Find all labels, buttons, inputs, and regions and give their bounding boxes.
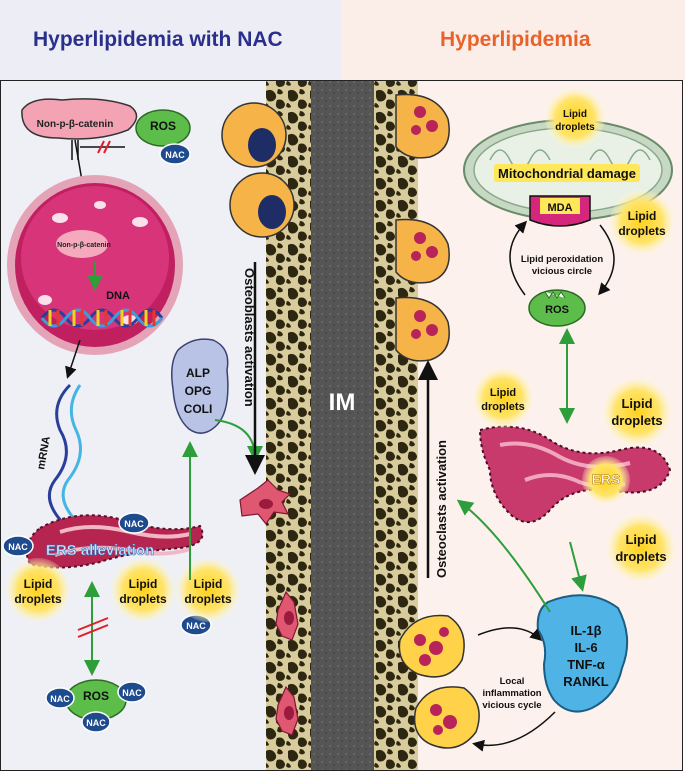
svg-text:NAC: NAC	[124, 519, 144, 529]
osteoblast-cell-2	[275, 590, 299, 641]
lipid-droplet-right-3: Lipid droplets	[603, 378, 671, 446]
svg-text:IL-6: IL-6	[574, 640, 597, 655]
er-organelle-right	[478, 425, 672, 523]
svg-text:Lipid: Lipid	[621, 396, 652, 411]
lipid-droplet-left-1: Lipid droplets	[6, 558, 70, 622]
osteoblast-cell-3	[275, 685, 299, 736]
lipid-perox-label-1: Lipid peroxidation	[521, 254, 604, 265]
svg-text:RANKL: RANKL	[563, 674, 609, 689]
svg-text:Local: Local	[500, 676, 525, 687]
osteoblasts-label: Osteoblasts activation	[242, 268, 257, 407]
ros-nac-complex-top: ROS NAC	[135, 109, 191, 165]
ers-label: ERS	[592, 471, 621, 487]
catenin-protein: Non-p-β-catenin	[21, 98, 138, 140]
cytokine-cluster: IL-1β IL-6 TNF-α RANKL	[536, 594, 629, 713]
osteoblast-cell-1	[239, 479, 292, 526]
ros-nac-complex-bottom: ROS NAC NAC NAC	[45, 679, 147, 733]
svg-text:droplets: droplets	[615, 549, 666, 564]
mda-molecule: MDA	[529, 195, 591, 227]
svg-text:droplets: droplets	[184, 592, 232, 606]
dna-helix	[40, 308, 164, 328]
svg-text:NAC: NAC	[8, 542, 28, 552]
nac-label-top: NAC	[165, 150, 185, 160]
svg-text:droplets: droplets	[555, 122, 595, 133]
lipid-droplet-left-2: Lipid droplets	[111, 558, 175, 622]
im-label: IM	[329, 389, 356, 416]
lipid-perox-label-2: vicious circle	[532, 266, 592, 277]
lipid-droplet-right-4: Lipid droplets	[607, 514, 675, 582]
left-title: Hyperlipidemia with NAC	[33, 28, 283, 51]
mrna-label: mRNA	[35, 435, 53, 470]
adipocyte-cell-2	[229, 172, 295, 238]
header-right-panel: Hyperlipidemia	[342, 0, 685, 80]
diagram-frame	[0, 80, 683, 771]
svg-text:droplets: droplets	[618, 224, 666, 238]
svg-text:Lipid: Lipid	[194, 577, 223, 591]
block-mark-bottom	[77, 617, 109, 631]
svg-text:NAC: NAC	[186, 621, 206, 631]
svg-text:COLI: COLI	[184, 402, 213, 416]
dna-label: DNA	[106, 290, 130, 302]
svg-text:IL-1β: IL-1β	[570, 623, 601, 638]
svg-text:NAC: NAC	[50, 694, 70, 704]
osteoblast-markers: ALP OPG COLI	[171, 338, 229, 434]
mito-damage-label: Mitochondrial damage	[498, 166, 636, 181]
ros-label-top: ROS	[150, 119, 176, 133]
nac-badge-1: NAC	[118, 512, 150, 534]
osteoclasts-label: Osteoclasts activation	[434, 440, 449, 578]
nac-badge-2: NAC	[2, 535, 34, 557]
lipid-droplet-right-top: Lipid droplets	[545, 88, 605, 148]
adipocyte-cell-1	[221, 102, 287, 168]
osteoclast-cell-5	[413, 686, 480, 749]
svg-text:NAC: NAC	[86, 718, 106, 728]
ers-alleviation-label: ERS alleviation	[46, 542, 154, 559]
mda-label: MDA	[547, 202, 572, 214]
lipid-droplet-right-1: Lipid droplets	[610, 190, 674, 254]
svg-text:droplets: droplets	[119, 592, 167, 606]
svg-text:Lipid: Lipid	[24, 577, 53, 591]
intramedullary-region	[311, 81, 374, 770]
svg-text:Lipid: Lipid	[628, 209, 657, 223]
svg-text:Lipid: Lipid	[129, 577, 158, 591]
svg-text:Lipid: Lipid	[625, 532, 656, 547]
svg-text:droplets: droplets	[611, 413, 662, 428]
lipid-droplet-right-2: Lipid droplets	[473, 368, 533, 428]
osteoclast-cell-4	[398, 614, 465, 678]
mrna-strand	[47, 383, 82, 527]
osteoclast-cell-3	[395, 296, 450, 362]
block-mark	[97, 140, 105, 154]
nucleus-catenin-label: Non-p-β-catenin	[57, 242, 111, 249]
header-left-panel: Hyperlipidemia with NAC	[0, 0, 342, 80]
svg-text:TNF-α: TNF-α	[567, 657, 605, 672]
svg-text:Lipid: Lipid	[490, 387, 516, 399]
svg-text:NAC: NAC	[122, 688, 142, 698]
osteoclast-cell-1	[395, 93, 450, 159]
svg-text:ROS: ROS	[545, 304, 569, 316]
catenin-label: Non-p-β-catenin	[37, 119, 114, 130]
svg-text:droplets: droplets	[14, 592, 62, 606]
mitochondrion: Mitochondrial damage	[463, 119, 673, 221]
svg-text:droplets: droplets	[481, 401, 524, 413]
svg-text:inflammation: inflammation	[482, 688, 541, 699]
svg-text:vicious cycle: vicious cycle	[482, 700, 541, 711]
svg-text:ALP: ALP	[186, 366, 210, 380]
right-title: Hyperlipidemia	[440, 28, 591, 51]
lipid-droplet-left-3: Lipid droplets	[176, 558, 240, 622]
svg-text:ROS: ROS	[83, 689, 109, 703]
svg-text:Lipid: Lipid	[563, 109, 587, 120]
svg-text:OPG: OPG	[185, 384, 212, 398]
ros-right: ROS	[528, 289, 586, 327]
osteoclast-cell-2	[395, 218, 450, 284]
